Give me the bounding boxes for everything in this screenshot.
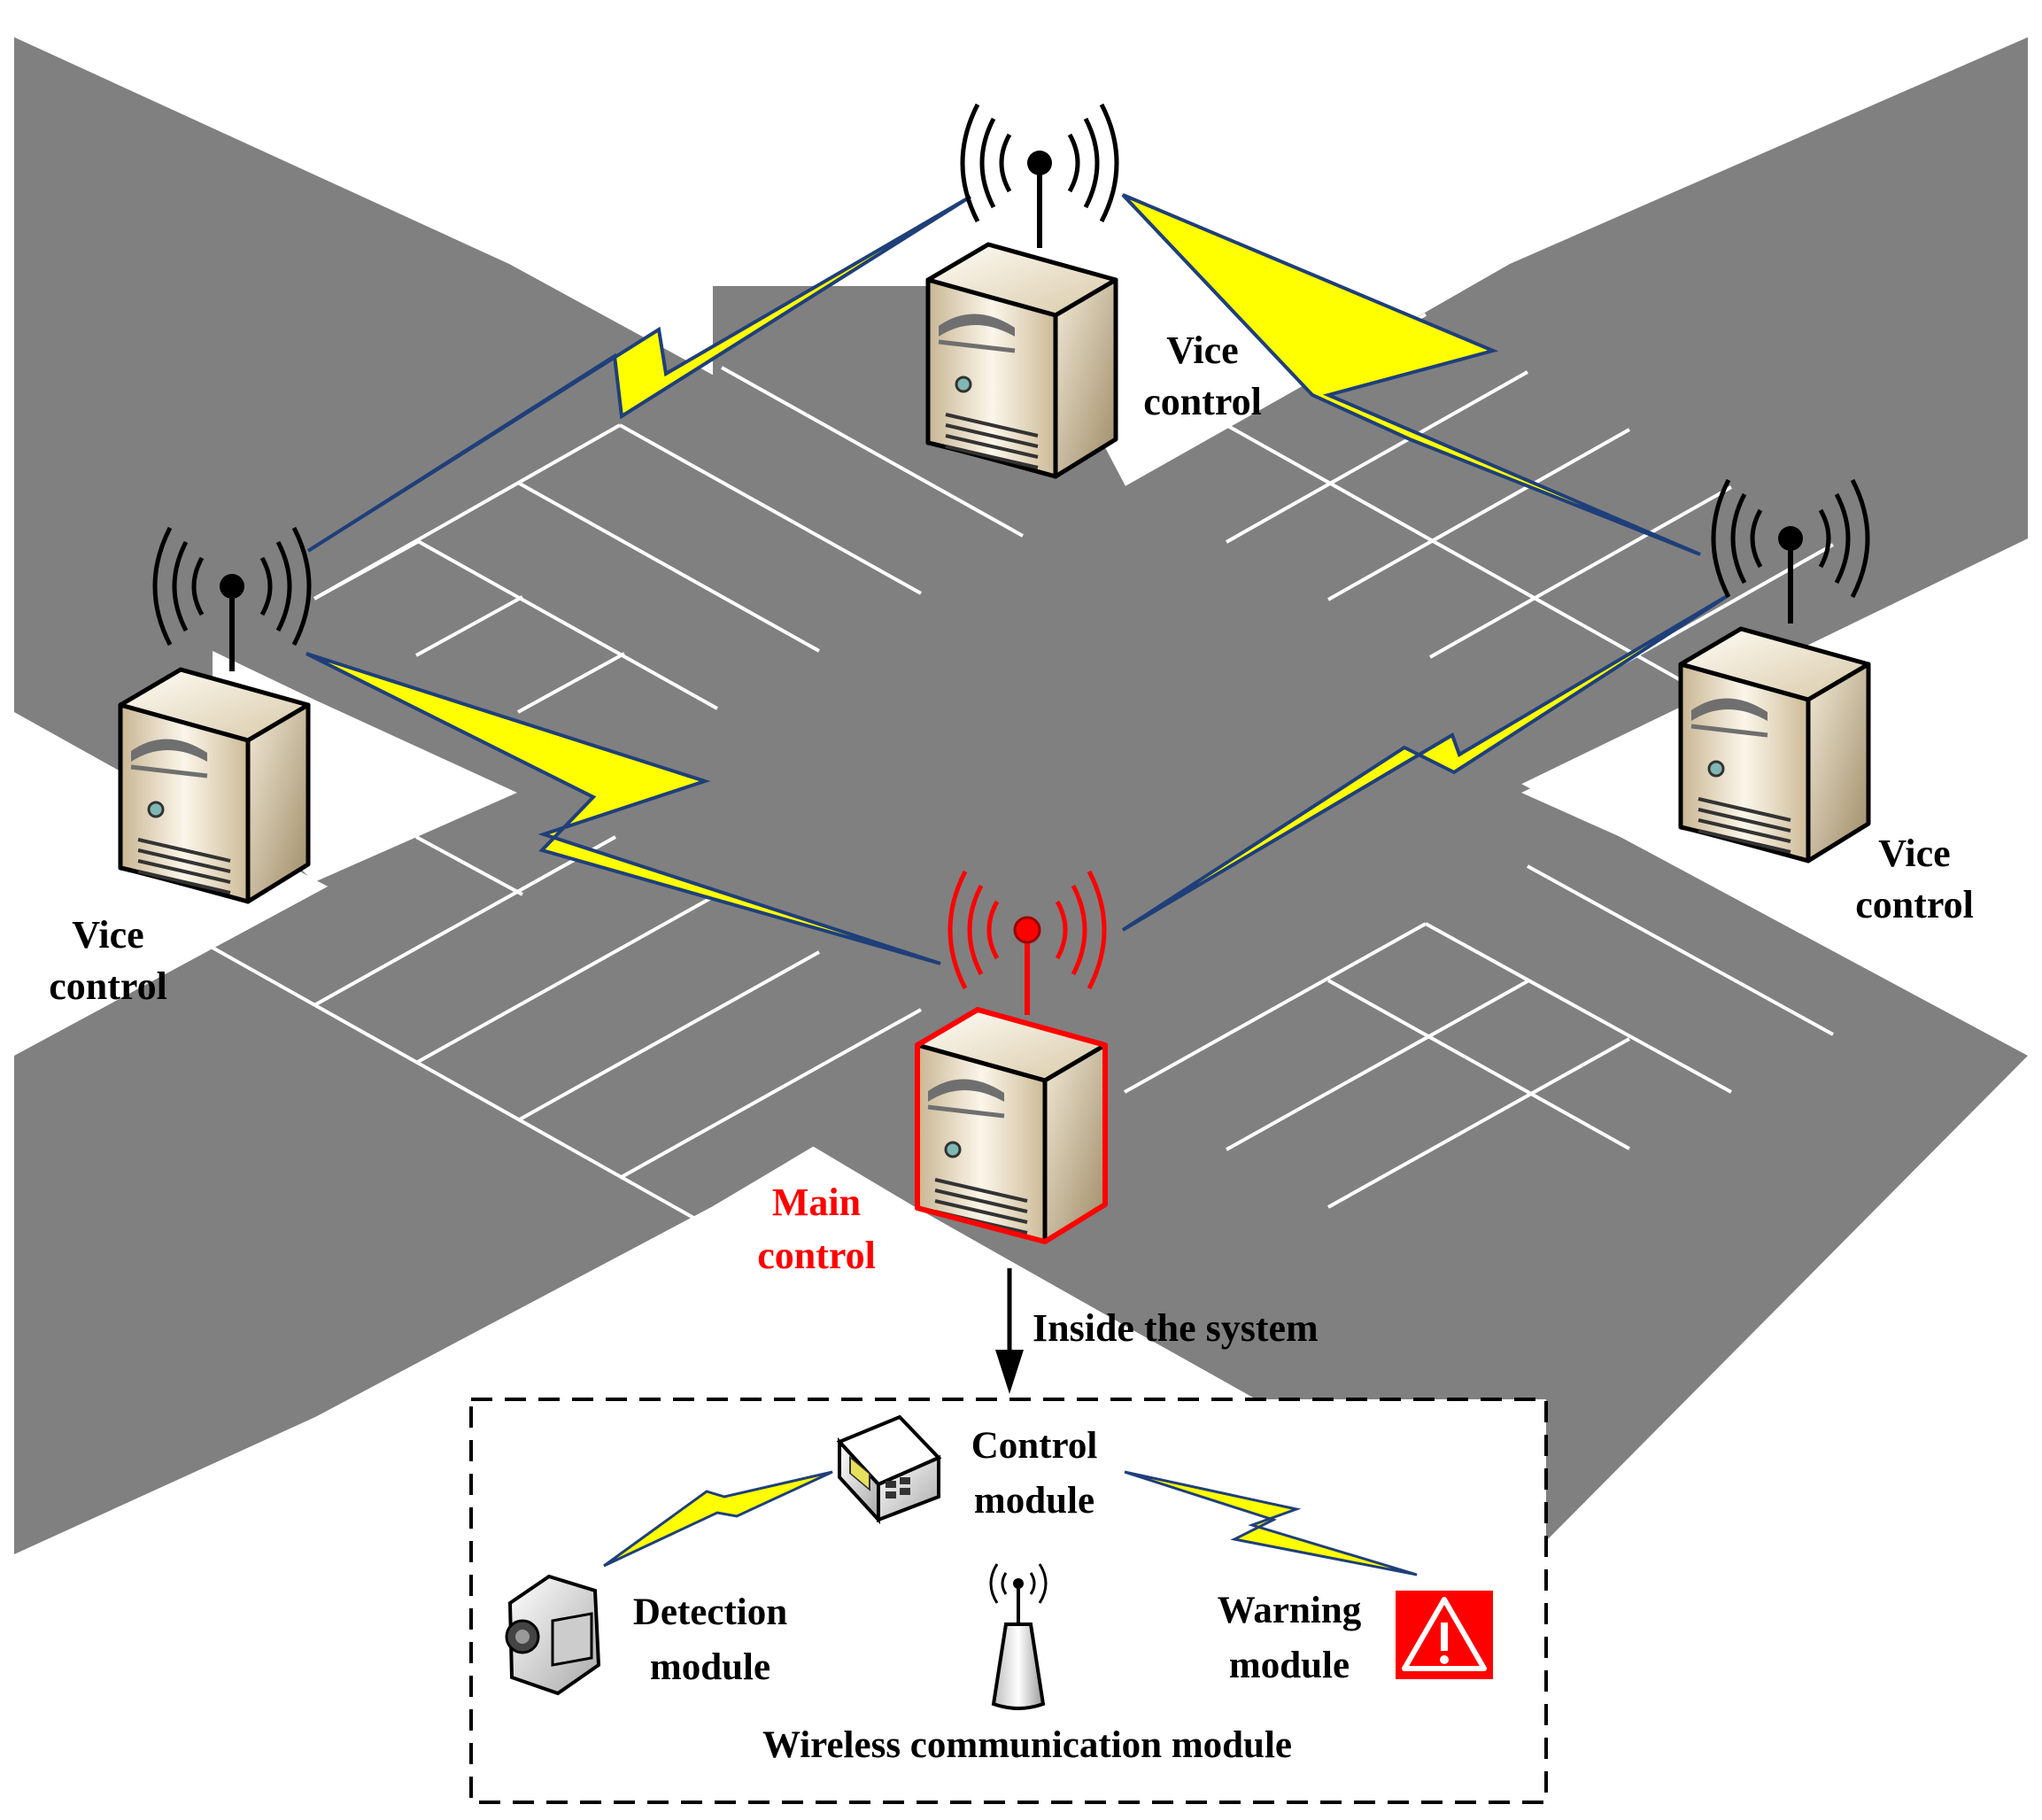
label-detection-module: Detection module: [633, 1592, 787, 1688]
server-tower-icon: [1681, 629, 1868, 861]
server-main: [915, 871, 1108, 1244]
video-camera-icon: [505, 1574, 601, 1696]
label-main-control: Main control: [757, 1181, 876, 1277]
crosswalks: [212, 313, 1834, 1233]
svg-text:Vice: Vice: [72, 913, 143, 956]
svg-text:control: control: [1855, 883, 1974, 926]
link-control-detection: [603, 1470, 833, 1568]
warning-triangle-icon: [1396, 1591, 1493, 1679]
svg-text:control: control: [757, 1234, 876, 1277]
svg-text:Detection: Detection: [633, 1592, 787, 1633]
svg-text:Warning: Warning: [1218, 1590, 1362, 1631]
svg-text:module: module: [1229, 1645, 1350, 1686]
svg-text:Inside the system: Inside the system: [1033, 1306, 1319, 1350]
server-top: [928, 105, 1117, 476]
system-box: [469, 1398, 1548, 1804]
label-vice-left: Vice control: [49, 913, 167, 1008]
module-links: [603, 1470, 1418, 1576]
server-tower-icon: [120, 670, 308, 902]
control-device-icon: [836, 1414, 942, 1525]
svg-text:Control: Control: [971, 1425, 1098, 1467]
link-top-right: [1121, 193, 1701, 556]
label-vice-top: Vice control: [1143, 329, 1262, 423]
svg-text:module: module: [974, 1480, 1094, 1522]
label-control-module: Control module: [971, 1425, 1098, 1522]
link-top-left: [306, 195, 972, 553]
svg-text:Main: Main: [772, 1181, 861, 1224]
label-vice-right: Vice control: [1855, 832, 1974, 926]
svg-text:module: module: [650, 1646, 770, 1688]
server-tower-icon: [928, 244, 1116, 476]
label-warning-module: Warning module: [1218, 1590, 1362, 1686]
wireless-router-icon: [989, 1563, 1048, 1710]
svg-text:Vice: Vice: [1878, 832, 1950, 875]
label-wireless-module: Wireless communication module: [762, 1724, 1292, 1766]
svg-text:Vice: Vice: [1166, 329, 1238, 372]
link-left-main: [306, 652, 941, 965]
server-tower-icon: [917, 1010, 1105, 1242]
svg-text:control: control: [49, 964, 167, 1008]
road-ne-sw: [14, 37, 2028, 1554]
svg-text:control: control: [1143, 380, 1262, 423]
link-control-warning: [1124, 1470, 1418, 1576]
inside-arrow: Inside the system: [995, 1268, 1319, 1394]
